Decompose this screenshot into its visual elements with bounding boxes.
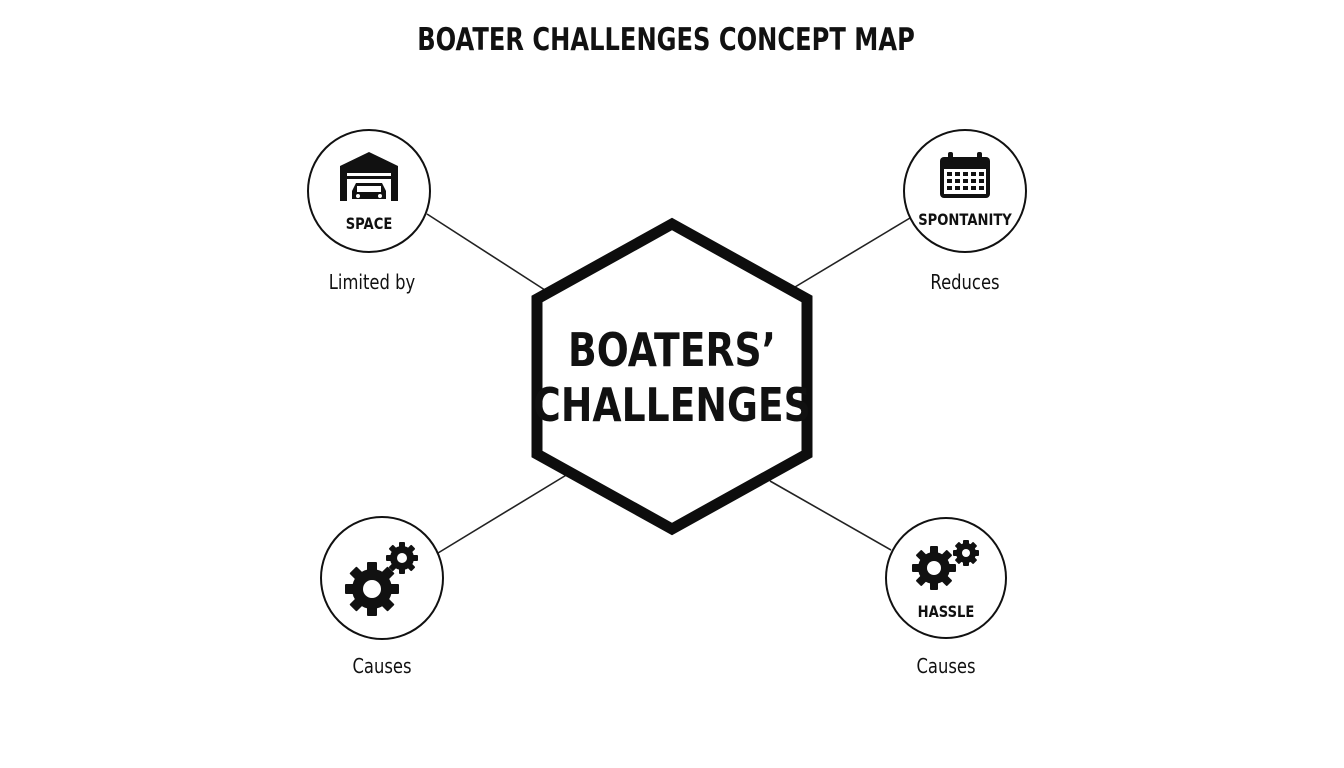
- gears-icon: [912, 540, 979, 590]
- center-label-line1: BOATERS’: [568, 323, 776, 377]
- connector-gears-left: [437, 473, 569, 554]
- node-gears-left-caption: Causes: [352, 656, 411, 679]
- page-title: BOATER CHALLENGES CONCEPT MAP: [417, 22, 915, 58]
- connector-space: [426, 213, 549, 293]
- gears-icon: [345, 542, 418, 616]
- connector-hassle: [769, 480, 892, 551]
- center-hexagon: BOATERS’ CHALLENGES: [531, 217, 813, 536]
- node-hassle-caption: Causes: [916, 656, 975, 679]
- node-spontanity: SPONTANITY: [903, 129, 1027, 253]
- node-hassle-label: HASSLE: [918, 603, 975, 622]
- node-space: SPACE: [307, 129, 431, 253]
- garage-car-icon: [340, 152, 398, 201]
- node-gears-left: [320, 516, 444, 640]
- node-space-label: SPACE: [346, 215, 393, 234]
- node-space-caption: Limited by: [329, 272, 416, 295]
- node-spontanity-caption: Reduces: [930, 272, 999, 295]
- node-hassle: HASSLE: [885, 517, 1007, 639]
- node-spontanity-label: SPONTANITY: [918, 211, 1012, 230]
- center-label-line2: CHALLENGES: [533, 378, 811, 432]
- calendar-icon: [940, 152, 990, 198]
- connector-spontanity: [794, 217, 911, 288]
